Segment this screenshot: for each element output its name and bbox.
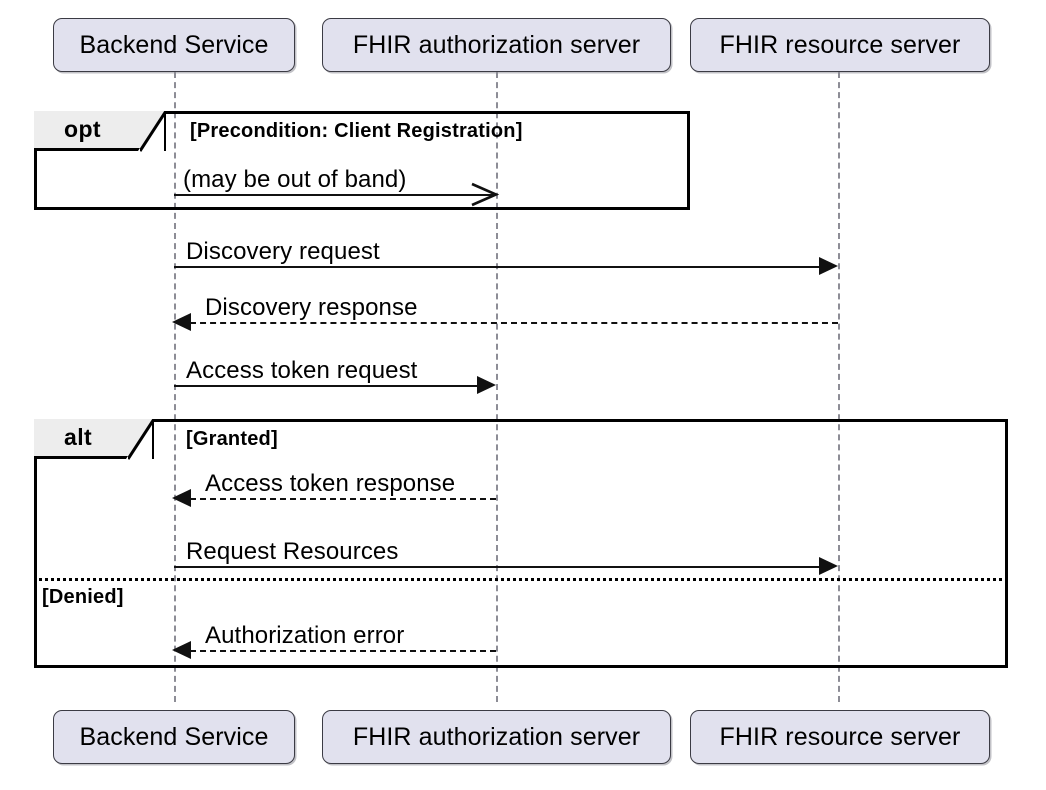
fragment-alt-operator-text: alt [64,424,93,450]
fragment-alt-guard-granted: [Granted] [186,428,278,451]
message-arrowhead-m4 [477,376,496,394]
participant-box-resource-top[interactable]: FHIR resource server [690,18,990,72]
fragment-alt-divider [34,578,1008,581]
message-line-m3 [190,322,838,324]
lifeline-authz [496,72,498,702]
fragment-opt-precondition [34,111,690,210]
lifeline-resource [838,72,840,702]
participant-box-resource-bottom[interactable]: FHIR resource server [690,710,990,764]
participant-label-backend-bottom: Backend Service [79,722,269,751]
message-arrowhead-m7 [172,641,191,659]
message-arrowhead-m3 [172,313,191,331]
fragment-opt-operator-label: opt [34,111,166,151]
fragment-alt-authorization [34,419,1008,668]
message-label-m4: Access token request [186,357,417,385]
message-line-m1 [174,194,496,196]
message-line-m5 [190,498,496,500]
participant-label-authz-top: FHIR authorization server [352,30,641,59]
message-line-m6 [174,566,822,568]
message-label-m6: Request Resources [186,538,398,566]
participant-label-backend-top: Backend Service [79,30,269,59]
fragment-opt-guard-0: [Precondition: Client Registration] [190,120,523,143]
participant-label-authz-bottom: FHIR authorization server [352,722,641,751]
message-label-m7-text: Authorization error [205,622,405,649]
message-label-m7: Authorization error [205,622,404,650]
message-label-m2-text: Discovery request [186,238,380,265]
message-label-m3-text: Discovery response [205,294,418,321]
message-line-m7 [190,650,496,652]
participant-box-backend-top[interactable]: Backend Service [53,18,295,72]
fragment-alt-operator-label: alt [34,419,154,459]
message-label-m6-text: Request Resources [186,538,399,565]
participant-label-resource-top: FHIR resource server [719,30,961,59]
participant-label-resource-bottom: FHIR resource server [719,722,961,751]
message-arrowhead-m6 [819,557,838,575]
message-label-m5-text: Access token response [205,470,456,497]
participant-box-authz-bottom[interactable]: FHIR authorization server [322,710,671,764]
message-label-m5: Access token response [205,470,455,498]
message-label-m1-text: (may be out of band) [183,166,407,193]
fragment-alt-guard-denied-text: [Denied] [42,586,124,608]
fragment-alt-guard-denied: [Denied] [42,586,124,609]
message-label-m2: Discovery request [186,238,380,266]
fragment-opt-guard-0-text: [Precondition: Client Registration] [190,120,523,142]
message-line-m4 [174,385,480,387]
message-arrowhead-m5 [172,489,191,507]
fragment-alt-guard-granted-text: [Granted] [186,428,278,450]
participant-box-backend-bottom[interactable]: Backend Service [53,710,295,764]
message-line-m2 [174,266,822,268]
message-label-m1: (may be out of band) [183,166,406,194]
message-arrowhead-m1 [471,182,500,207]
fragment-opt-operator-text: opt [64,116,101,142]
message-arrowhead-m2 [819,257,838,275]
message-label-m3: Discovery response [205,294,418,322]
participant-box-authz-top[interactable]: FHIR authorization server [322,18,671,72]
lifeline-backend [174,72,176,702]
message-label-m4-text: Access token request [186,357,418,384]
